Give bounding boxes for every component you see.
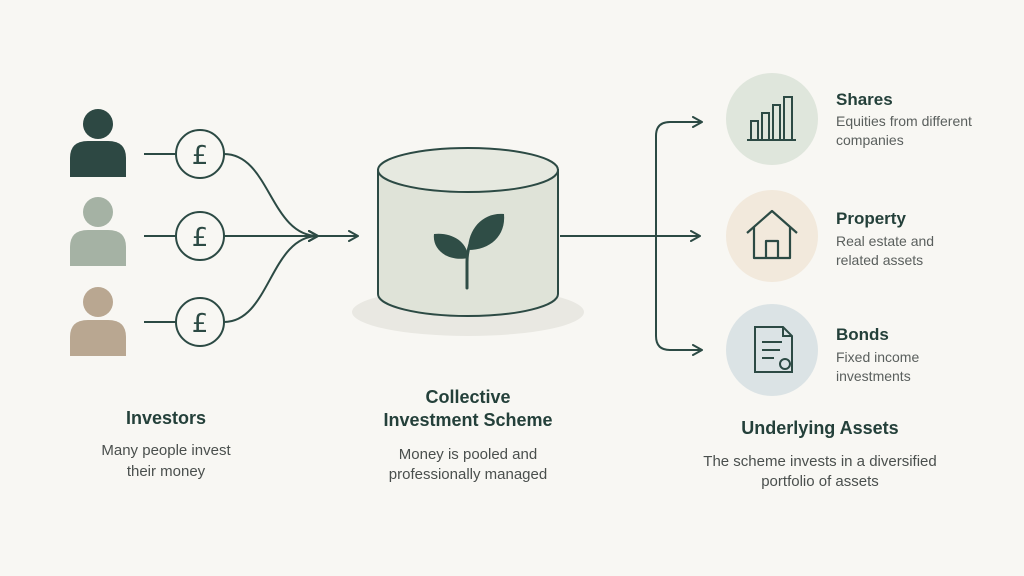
certificate-icon xyxy=(754,326,793,373)
asset-shares-desc-line2: companies xyxy=(836,132,904,148)
asset-property-desc-line1: Real estate and xyxy=(836,233,935,249)
scheme-desc-line2: professionally managed xyxy=(388,466,548,483)
scheme-pool-icon xyxy=(352,147,584,336)
asset-bonds-desc-line1: Fixed income xyxy=(836,349,920,365)
currency-symbol: £ xyxy=(192,223,209,253)
assets-title: Underlying Assets xyxy=(741,418,899,438)
asset-shares-name: Shares xyxy=(836,90,893,109)
currency-symbol: £ xyxy=(192,141,209,171)
investor-3-icon xyxy=(70,287,126,356)
pound-coin-icon: £ xyxy=(175,211,225,261)
pound-coin-icon: £ xyxy=(175,129,225,179)
investors-desc-line2: their money xyxy=(126,463,206,480)
investor-1-icon xyxy=(70,109,126,177)
assets-desc-line2: portfolio of assets xyxy=(761,473,879,490)
assets-desc-line1: The scheme invests in a diversified xyxy=(703,453,937,470)
scheme-title-line1: Collective xyxy=(425,387,511,407)
bar-chart-icon xyxy=(747,96,796,141)
pound-coin-icon: £ xyxy=(175,297,225,347)
investors-desc-line1: Many people invest xyxy=(101,442,231,459)
house-icon xyxy=(746,209,798,260)
asset-bonds-desc-line2: investments xyxy=(836,368,911,384)
asset-property-name: Property xyxy=(836,209,906,228)
sprout-icon xyxy=(433,213,505,290)
investor-2-icon xyxy=(70,197,126,266)
flow-curve-bottom xyxy=(223,230,319,323)
property-circle xyxy=(726,190,818,282)
branch-line xyxy=(655,121,700,351)
asset-property-desc-line2: related assets xyxy=(836,252,924,268)
asset-bonds-name: Bonds xyxy=(836,325,889,344)
investors-title: Investors xyxy=(125,408,207,428)
asset-shares-desc-line1: Equities from different xyxy=(836,113,972,129)
flow-curve-top xyxy=(223,153,319,242)
currency-symbol: £ xyxy=(192,309,209,339)
scheme-desc-line1: Money is pooled and xyxy=(398,446,538,463)
scheme-title-line2: Investment Scheme xyxy=(383,410,553,430)
